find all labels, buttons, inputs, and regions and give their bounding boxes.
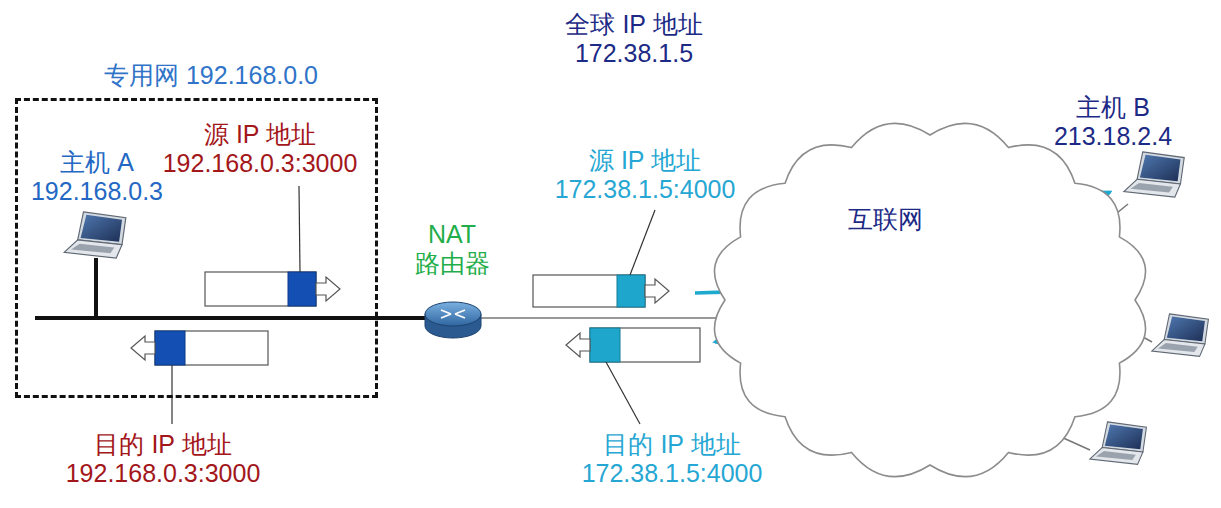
leader-line [171, 365, 172, 424]
laptop-icon [1152, 314, 1209, 357]
laptop-icon [1090, 422, 1147, 465]
traffic-arrow [695, 192, 1110, 293]
packet-direction [131, 336, 155, 360]
source-address-label: 源 IP 地址 172.38.1.5:4000 [533, 146, 758, 204]
label-holder: 源 IP 地址 172.38.1.5:4000 [533, 146, 758, 204]
packet-direction [645, 279, 669, 303]
region-heading: 专用网 192.168.0.0 [104, 61, 318, 90]
cloud-shape [714, 123, 1145, 476]
wan-link [480, 317, 724, 319]
host-label: 主机 B 213.18.2.4 [1038, 93, 1188, 151]
label-holder: 全球 IP 地址 172.38.1.5 [534, 10, 734, 68]
source-address-label: 源 IP 地址 192.168.0.3:3000 [140, 120, 380, 178]
packet-direction [316, 277, 340, 301]
packet-body [205, 272, 316, 306]
label-holder: 主机 A 192.168.0.3 [17, 148, 177, 206]
destination-address-label: 目的 IP 地址 172.38.1.5:4000 [560, 430, 785, 488]
router-label: NAT 路由器 [397, 220, 507, 278]
host-drop-line [94, 258, 98, 318]
leader-line [606, 362, 640, 424]
packet-header [288, 272, 316, 306]
leader-line [299, 186, 300, 272]
packet-body [590, 328, 700, 362]
lan-bus [35, 316, 428, 320]
label-holder: NAT 路由器 [397, 220, 507, 278]
host-label: 主机 A 192.168.0.3 [17, 148, 177, 206]
destination-address-label: 目的 IP 地址 192.168.0.3:3000 [43, 430, 283, 488]
packet-direction [566, 333, 590, 357]
router-arrows [441, 310, 465, 318]
packet-header [617, 275, 645, 307]
packet-header [155, 331, 185, 365]
cloud-outline [708, 118, 1152, 482]
packet-body [155, 331, 268, 365]
label-holder: 目的 IP 地址 192.168.0.3:3000 [43, 430, 283, 488]
packet-body [533, 275, 645, 307]
laptop-icon [1124, 152, 1184, 197]
traffic-arrow [715, 238, 1112, 342]
router-top [425, 302, 481, 326]
private-network-region: 专用网 192.168.0.0 [15, 98, 378, 398]
internet-cloud: 互联网 [708, 118, 1152, 482]
global-ip-label: 全球 IP 地址 172.38.1.5 [534, 10, 734, 68]
packet-header [590, 328, 620, 362]
label-holder: 源 IP 地址 192.168.0.3:3000 [140, 120, 380, 178]
laptop-icon [64, 212, 126, 258]
leader-line [630, 210, 655, 275]
cloud-label: 互联网 [848, 205, 923, 234]
label-holder: 目的 IP 地址 172.38.1.5:4000 [560, 430, 785, 488]
label-holder: 主机 B 213.18.2.4 [1038, 93, 1188, 151]
